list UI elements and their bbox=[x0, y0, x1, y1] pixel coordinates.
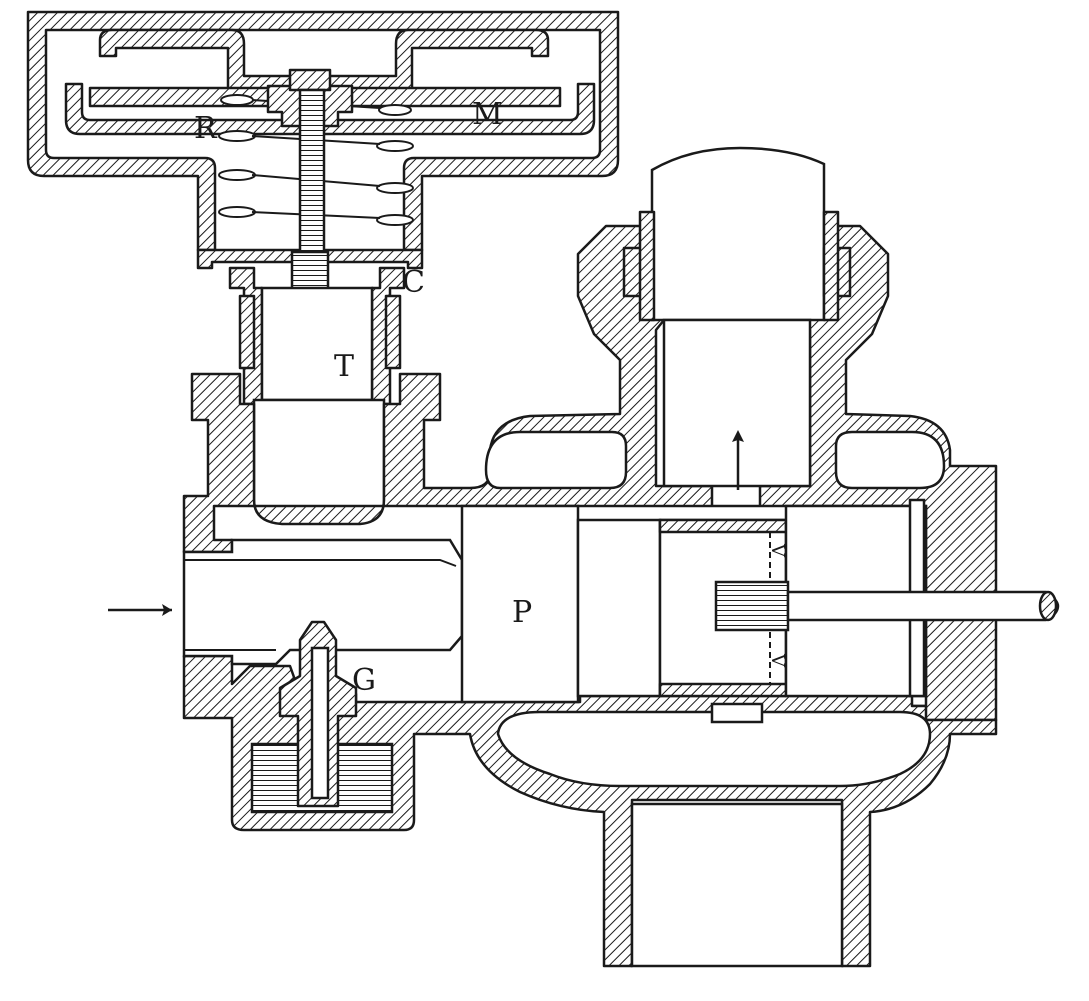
label-t: T bbox=[334, 349, 354, 384]
main-valve-body bbox=[182, 224, 998, 968]
arrow-up-icon bbox=[732, 430, 744, 490]
label-v-top: V bbox=[767, 543, 788, 558]
label-p: P bbox=[512, 595, 532, 630]
label-v-bottom: V bbox=[767, 653, 788, 668]
arrow-right-icon bbox=[108, 604, 172, 616]
label-r: R bbox=[194, 111, 218, 146]
spring bbox=[218, 94, 414, 226]
cylinder-t bbox=[228, 266, 406, 524]
label-c: C bbox=[402, 265, 425, 300]
inlet-passage bbox=[182, 538, 464, 666]
label-g: G bbox=[352, 663, 376, 698]
label-m: M bbox=[472, 97, 503, 132]
outlet-pipe-top bbox=[622, 146, 852, 488]
needle-valve-g bbox=[278, 620, 358, 808]
piston-rod bbox=[714, 580, 1060, 632]
